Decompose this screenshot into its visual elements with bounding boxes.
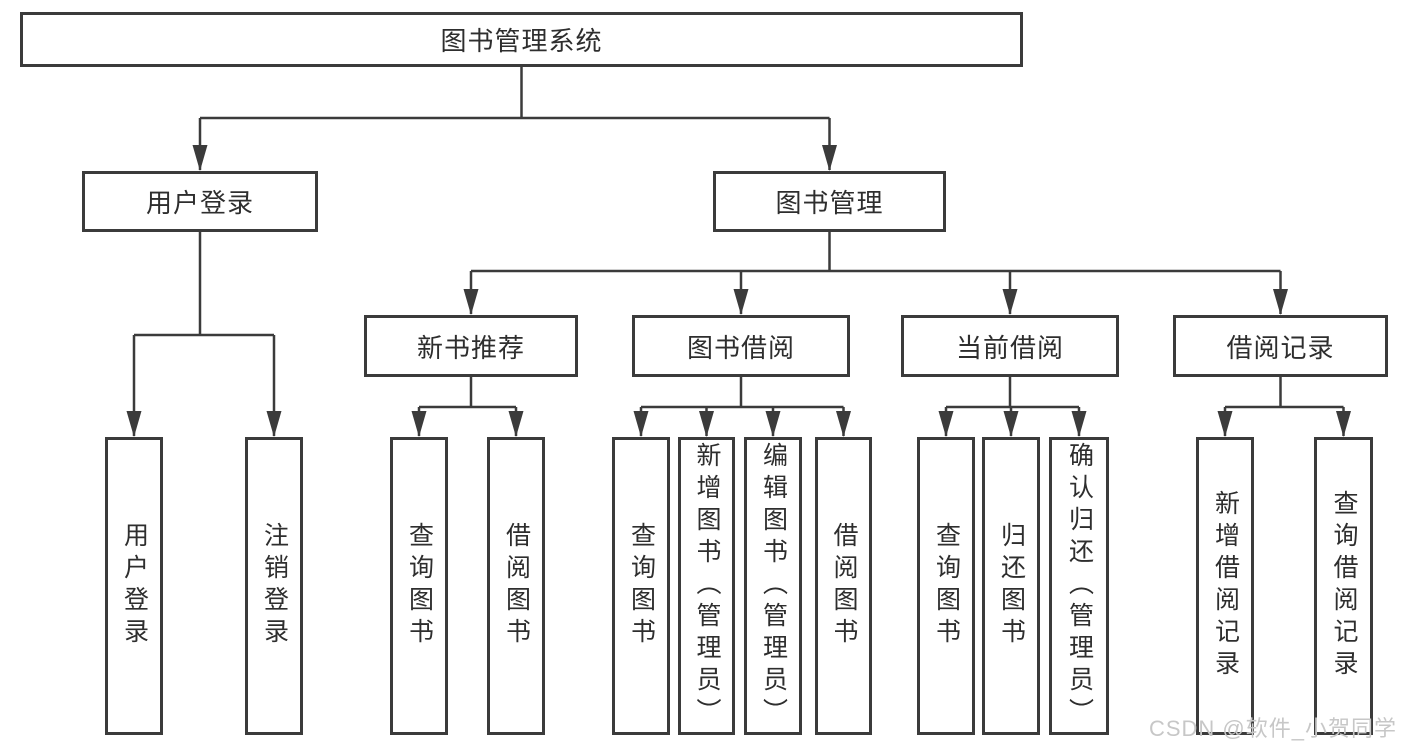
node-label: 查询图书 <box>405 522 434 650</box>
node-borrowing-records: 借阅记录 <box>1173 315 1388 377</box>
node-label: 查询借阅记录 <box>1330 490 1358 682</box>
node-label: 注销登录 <box>260 522 289 650</box>
leaf-borrow-books-1: 借阅图书 <box>487 437 545 735</box>
leaf-query-books-3: 查询图书 <box>917 437 975 735</box>
node-label: 新增图书（管理员） <box>693 442 721 730</box>
csdn-watermark: CSDN @软件_小贺同学 <box>1148 716 1397 741</box>
leaf-confirm-return-admin: 确认归还（管理员） <box>1049 437 1109 735</box>
leaf-query-borrow-record: 查询借阅记录 <box>1314 437 1373 735</box>
leaf-add-borrow-record: 新增借阅记录 <box>1196 437 1254 735</box>
leaf-logout: 注销登录 <box>245 437 303 735</box>
leaf-query-books-1: 查询图书 <box>390 437 448 735</box>
node-new-book-recommendation: 新书推荐 <box>364 315 578 377</box>
leaf-borrow-books-2: 借阅图书 <box>815 437 872 735</box>
leaf-add-books-admin: 新增图书（管理员） <box>678 437 735 735</box>
leaf-user-login: 用户登录 <box>105 437 163 735</box>
leaf-return-books: 归还图书 <box>982 437 1040 735</box>
node-book-borrowing: 图书借阅 <box>632 315 850 377</box>
node-label: 归还图书 <box>997 522 1026 650</box>
node-label: 借阅记录 <box>1226 332 1335 363</box>
node-label: 借阅图书 <box>830 522 858 650</box>
node-label: 新书推荐 <box>416 332 525 363</box>
node-library-management-system: 图书管理系统 <box>20 12 1023 67</box>
node-label: 新增借阅记录 <box>1211 490 1240 682</box>
node-label: 图书借阅 <box>686 332 795 363</box>
leaf-edit-books-admin: 编辑图书（管理员） <box>744 437 802 735</box>
node-user-login: 用户登录 <box>82 171 318 232</box>
node-label: 查询图书 <box>932 522 961 650</box>
leaf-query-books-2: 查询图书 <box>612 437 670 735</box>
arrowheads <box>126 145 1351 437</box>
node-label: 查询图书 <box>627 522 656 650</box>
node-book-management: 图书管理 <box>713 171 946 232</box>
node-label: 借阅图书 <box>502 522 531 650</box>
node-label: 用户登录 <box>145 188 254 218</box>
node-label: 编辑图书（管理员） <box>759 442 788 730</box>
node-label: 用户登录 <box>120 522 149 650</box>
node-label: 图书管理系统 <box>440 26 603 56</box>
node-label: 确认归还（管理员） <box>1065 442 1094 730</box>
node-current-borrowing: 当前借阅 <box>901 315 1119 377</box>
node-label: 图书管理 <box>775 188 884 218</box>
node-label: 当前借阅 <box>955 332 1064 363</box>
